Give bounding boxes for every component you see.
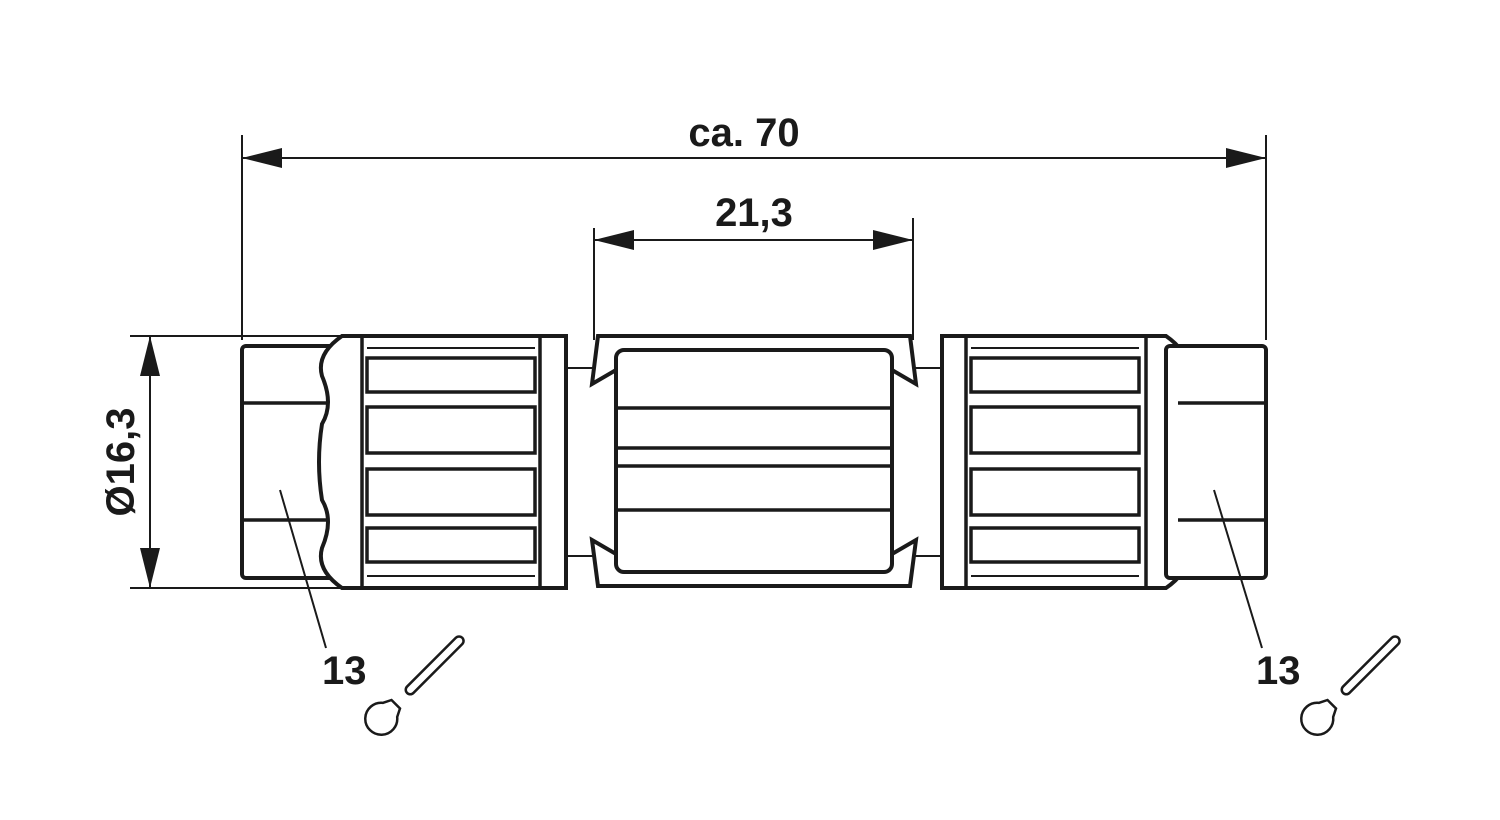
right-wrench-size: 13	[1256, 649, 1301, 693]
leader-line-left	[279, 489, 327, 649]
leader-line-right	[1213, 489, 1263, 649]
wrench-icon	[1300, 635, 1401, 736]
center-length-dimension: 21,3	[593, 191, 914, 340]
left-hex-nut	[240, 344, 344, 580]
center-coupling	[589, 334, 919, 588]
right-knurled-sleeve	[940, 334, 1191, 590]
diameter-dimension: Ø16,3	[99, 335, 345, 589]
left-wrench-callout: 13	[279, 489, 465, 736]
diameter-label: Ø16,3	[99, 408, 143, 517]
center-length-label: 21,3	[715, 191, 793, 235]
left-knurled-sleeve	[317, 334, 568, 590]
left-wrench-size: 13	[322, 649, 367, 693]
right-hex-nut	[1164, 344, 1268, 580]
overall-length-label: ca. 70	[688, 111, 799, 155]
overall-length-dimension: ca. 70	[241, 111, 1267, 340]
right-wrench-callout: 13	[1213, 489, 1401, 736]
wrench-icon	[364, 635, 465, 736]
connector-body	[240, 334, 1268, 590]
